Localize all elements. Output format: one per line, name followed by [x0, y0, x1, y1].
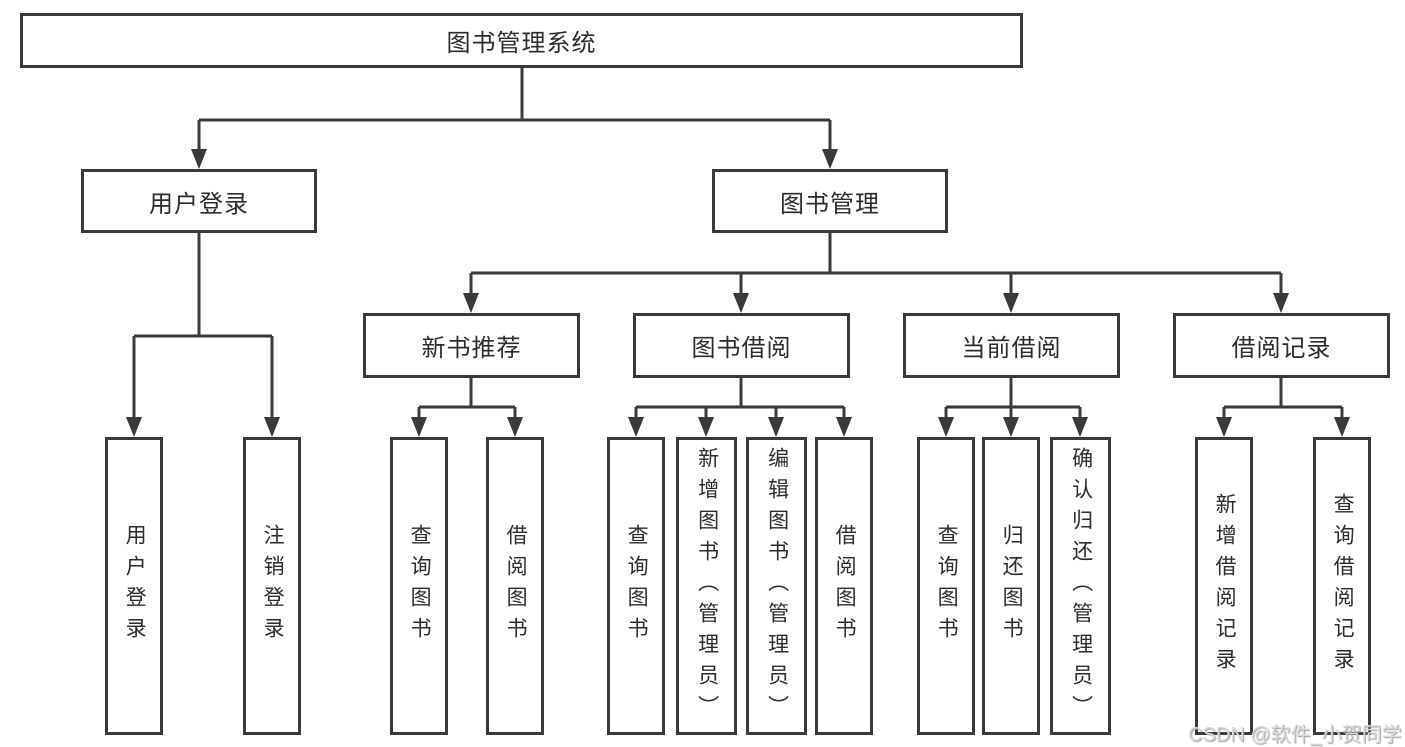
- edge-new-book-recommend-to-leaves: [411, 378, 523, 437]
- leaf-label: 查询图书: [625, 524, 649, 648]
- leaf-query-books-current: 查询图书: [917, 437, 975, 735]
- leaf-add-books-admin: 新增图书（管理员）: [676, 437, 737, 735]
- leaf-confirm-return-admin: 确认归还（管理员）: [1050, 437, 1111, 735]
- leaf-label: 用户登录: [123, 524, 147, 648]
- node-library-system: 图书管理系统: [20, 13, 1023, 68]
- node-book-management: 图书管理: [712, 169, 948, 233]
- leaf-label: 编辑图书（管理员）: [765, 446, 789, 726]
- leaf-label: 归还图书: [1000, 524, 1024, 648]
- leaf-label: 确认归还（管理员）: [1069, 446, 1093, 726]
- node-user-login: 用户登录: [81, 169, 317, 233]
- node-new-book-recommend-label: 新书推荐: [421, 335, 522, 362]
- node-book-management-label: 图书管理: [780, 190, 880, 218]
- edge-book-borrow-to-leaves: [628, 378, 852, 437]
- node-book-borrow: 图书借阅: [633, 313, 850, 378]
- leaf-logout: 注销登录: [243, 437, 301, 735]
- leaf-borrow-books-recommend: 借阅图书: [486, 437, 544, 735]
- leaf-query-books-recommend: 查询图书: [390, 437, 448, 735]
- leaf-label: 查询图书: [408, 524, 432, 648]
- node-user-login-label: 用户登录: [149, 190, 249, 218]
- leaf-label: 查询图书: [935, 524, 959, 648]
- node-new-book-recommend: 新书推荐: [363, 313, 580, 378]
- leaf-label: 查询借阅记录: [1331, 493, 1355, 679]
- leaf-label: 新增借阅记录: [1213, 493, 1237, 679]
- node-borrow-records: 借阅记录: [1173, 313, 1390, 378]
- leaf-label: 注销登录: [261, 524, 285, 648]
- node-current-borrow-label: 当前借阅: [961, 335, 1062, 362]
- leaf-query-books-borrow: 查询图书: [607, 437, 665, 735]
- leaf-label: 新增图书（管理员）: [695, 446, 719, 726]
- edge-book-management-to-level3: [463, 233, 1289, 313]
- node-borrow-records-label: 借阅记录: [1231, 335, 1332, 362]
- leaf-edit-books-admin: 编辑图书（管理员）: [746, 437, 807, 735]
- node-current-borrow: 当前借阅: [903, 313, 1120, 378]
- leaf-label: 借阅图书: [833, 524, 857, 648]
- leaf-borrow-books: 借阅图书: [815, 437, 873, 735]
- leaf-label: 借阅图书: [504, 524, 528, 648]
- edge-root-to-level2: [191, 68, 838, 169]
- node-book-borrow-label: 图书借阅: [691, 335, 792, 362]
- leaf-query-borrow-record: 查询借阅记录: [1313, 437, 1371, 735]
- edge-user-login-to-leaves: [126, 233, 280, 437]
- edge-current-borrow-to-leaves: [938, 378, 1088, 437]
- leaf-user-login: 用户登录: [105, 437, 163, 735]
- watermark: CSDN @软件_小贺同学: [1188, 724, 1402, 746]
- edge-borrow-records-to-leaves: [1216, 378, 1350, 437]
- leaf-return-books: 归还图书: [982, 437, 1040, 735]
- node-library-system-label: 图书管理系统: [446, 30, 597, 57]
- leaf-add-borrow-record: 新增借阅记录: [1195, 437, 1253, 735]
